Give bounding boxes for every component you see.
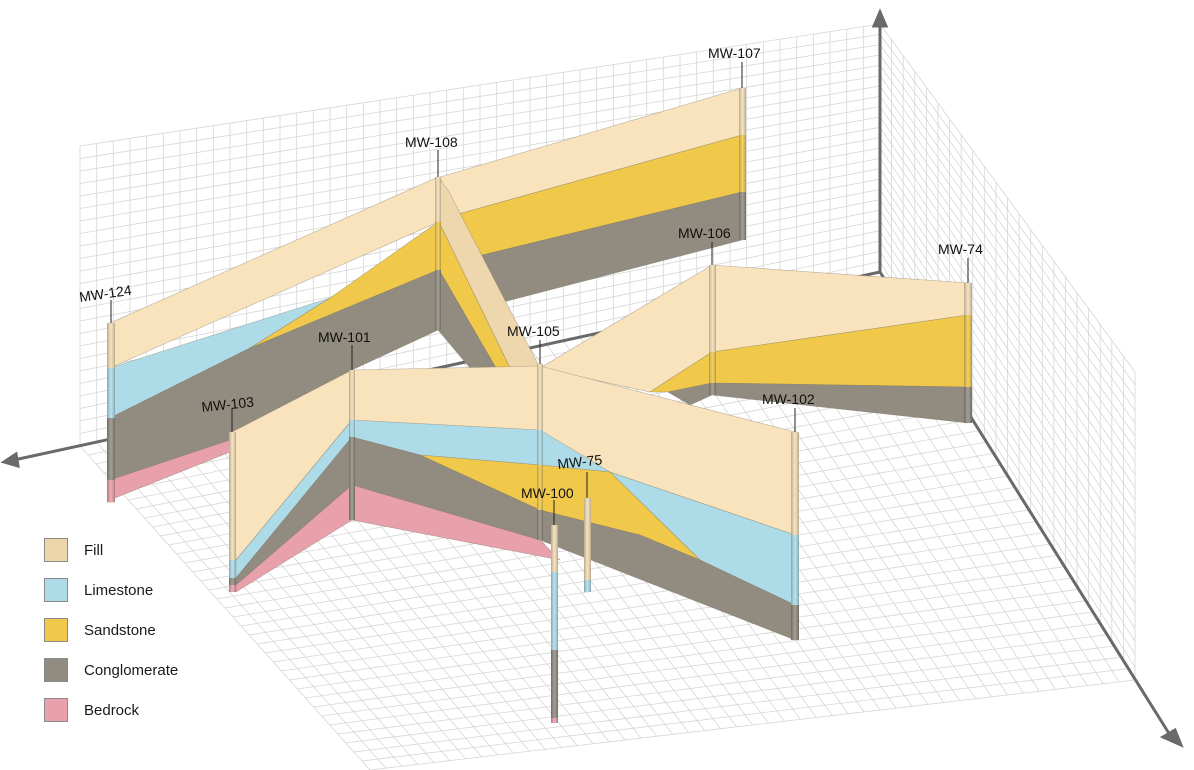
well-labels: MW-107 MW-108 MW-106 MW-74 MW-124 MW-101… <box>78 45 983 501</box>
grid-line <box>79 64 881 197</box>
limestone-swatch <box>44 578 68 602</box>
legend-label: Bedrock <box>84 701 140 719</box>
panel-mw101-mw105-mw102 <box>351 365 796 641</box>
legend-item-limestone: Limestone <box>44 570 244 610</box>
grid-line <box>79 54 881 184</box>
label-mw105: MW-105 <box>507 323 560 339</box>
grid-line <box>79 23 881 147</box>
grid-line <box>879 106 1136 475</box>
grid-line <box>879 23 1136 373</box>
legend-label: Sandstone <box>84 621 156 639</box>
label-mw74: MW-74 <box>938 241 983 257</box>
bedrock-swatch <box>44 698 68 722</box>
label-mw124: MW-124 <box>78 282 133 305</box>
legend: Fill Limestone Sandstone Conglomerate Be… <box>44 530 244 730</box>
legend-item-fill: Fill <box>44 530 244 570</box>
z-axis-arrow <box>871 8 889 28</box>
label-leaders <box>110 62 969 525</box>
panel-mw108-mw107 <box>439 87 743 306</box>
grid-line <box>879 34 1136 386</box>
well-mw103 <box>229 432 236 592</box>
grid-line <box>879 189 1136 578</box>
grid-line <box>361 668 1128 762</box>
y-axis-arrow <box>1159 727 1184 748</box>
legend-item-bedrock: Bedrock <box>44 690 244 730</box>
label-mw102: MW-102 <box>762 391 815 407</box>
label-mw100: MW-100 <box>521 485 574 501</box>
grid-line <box>879 75 1136 437</box>
grid-line <box>353 656 1121 753</box>
grid-line <box>297 577 1072 690</box>
well-mw106 <box>709 265 716 395</box>
label-mw103: MW-103 <box>201 394 255 415</box>
grid-line <box>257 520 1036 645</box>
grid-line <box>879 127 1136 501</box>
grid-line <box>281 554 1058 672</box>
well-mw124 <box>107 323 115 503</box>
label-mw106: MW-106 <box>678 225 731 241</box>
grid-line <box>879 168 1136 552</box>
grid-line <box>879 85 1136 450</box>
label-mw75: MW-75 <box>557 451 603 472</box>
grid-line <box>369 679 1136 770</box>
grid-line <box>79 85 881 222</box>
panel-mw124-mw108 <box>109 176 439 501</box>
well-mw102 <box>791 432 799 640</box>
grid-line <box>879 178 1136 565</box>
well-mw75 <box>584 498 591 592</box>
label-mw101: MW-101 <box>318 329 371 345</box>
grid-line <box>345 645 1114 744</box>
legend-label: Limestone <box>84 581 154 599</box>
sandstone-swatch <box>44 618 68 642</box>
panel-mw108-mw105 <box>437 176 541 369</box>
grid-line <box>879 209 1136 604</box>
well-mw107 <box>739 88 746 240</box>
grid-line <box>321 611 1093 717</box>
well-mw105 <box>537 364 543 540</box>
x-axis-arrow <box>0 451 20 469</box>
grid-line <box>879 44 1136 398</box>
grid-line <box>879 65 1136 424</box>
grid-line <box>879 137 1136 514</box>
well-mw100 <box>551 525 558 723</box>
grid-line <box>273 543 1051 663</box>
grid-line <box>879 147 1136 527</box>
grid-line <box>879 54 1136 411</box>
grid-line <box>879 116 1136 488</box>
grid-line <box>313 600 1086 708</box>
legend-label: Fill <box>84 541 104 559</box>
grid-line <box>79 75 881 209</box>
legend-item-conglomerate: Conglomerate <box>44 650 244 690</box>
well-poles <box>107 88 972 723</box>
grid-line <box>879 158 1136 540</box>
fill-swatch <box>44 538 68 562</box>
well-mw101 <box>349 370 355 520</box>
legend-label: Conglomerate <box>84 661 179 679</box>
well-mw74 <box>964 283 972 423</box>
grid-line <box>337 634 1107 735</box>
grid-line <box>79 44 881 172</box>
grid-line <box>305 588 1079 699</box>
grid-line <box>879 96 1136 463</box>
label-mw107: MW-107 <box>708 45 761 61</box>
grid-line <box>265 532 1043 654</box>
label-mw108: MW-108 <box>405 134 458 150</box>
grid-line <box>289 566 1065 681</box>
grid-line <box>329 622 1100 726</box>
legend-item-sandstone: Sandstone <box>44 610 244 650</box>
well-mw108 <box>435 177 441 330</box>
grid-line <box>79 33 881 159</box>
grid-line <box>879 199 1136 591</box>
panel-mw103-mw101 <box>231 369 353 593</box>
conglomerate-swatch <box>44 658 68 682</box>
